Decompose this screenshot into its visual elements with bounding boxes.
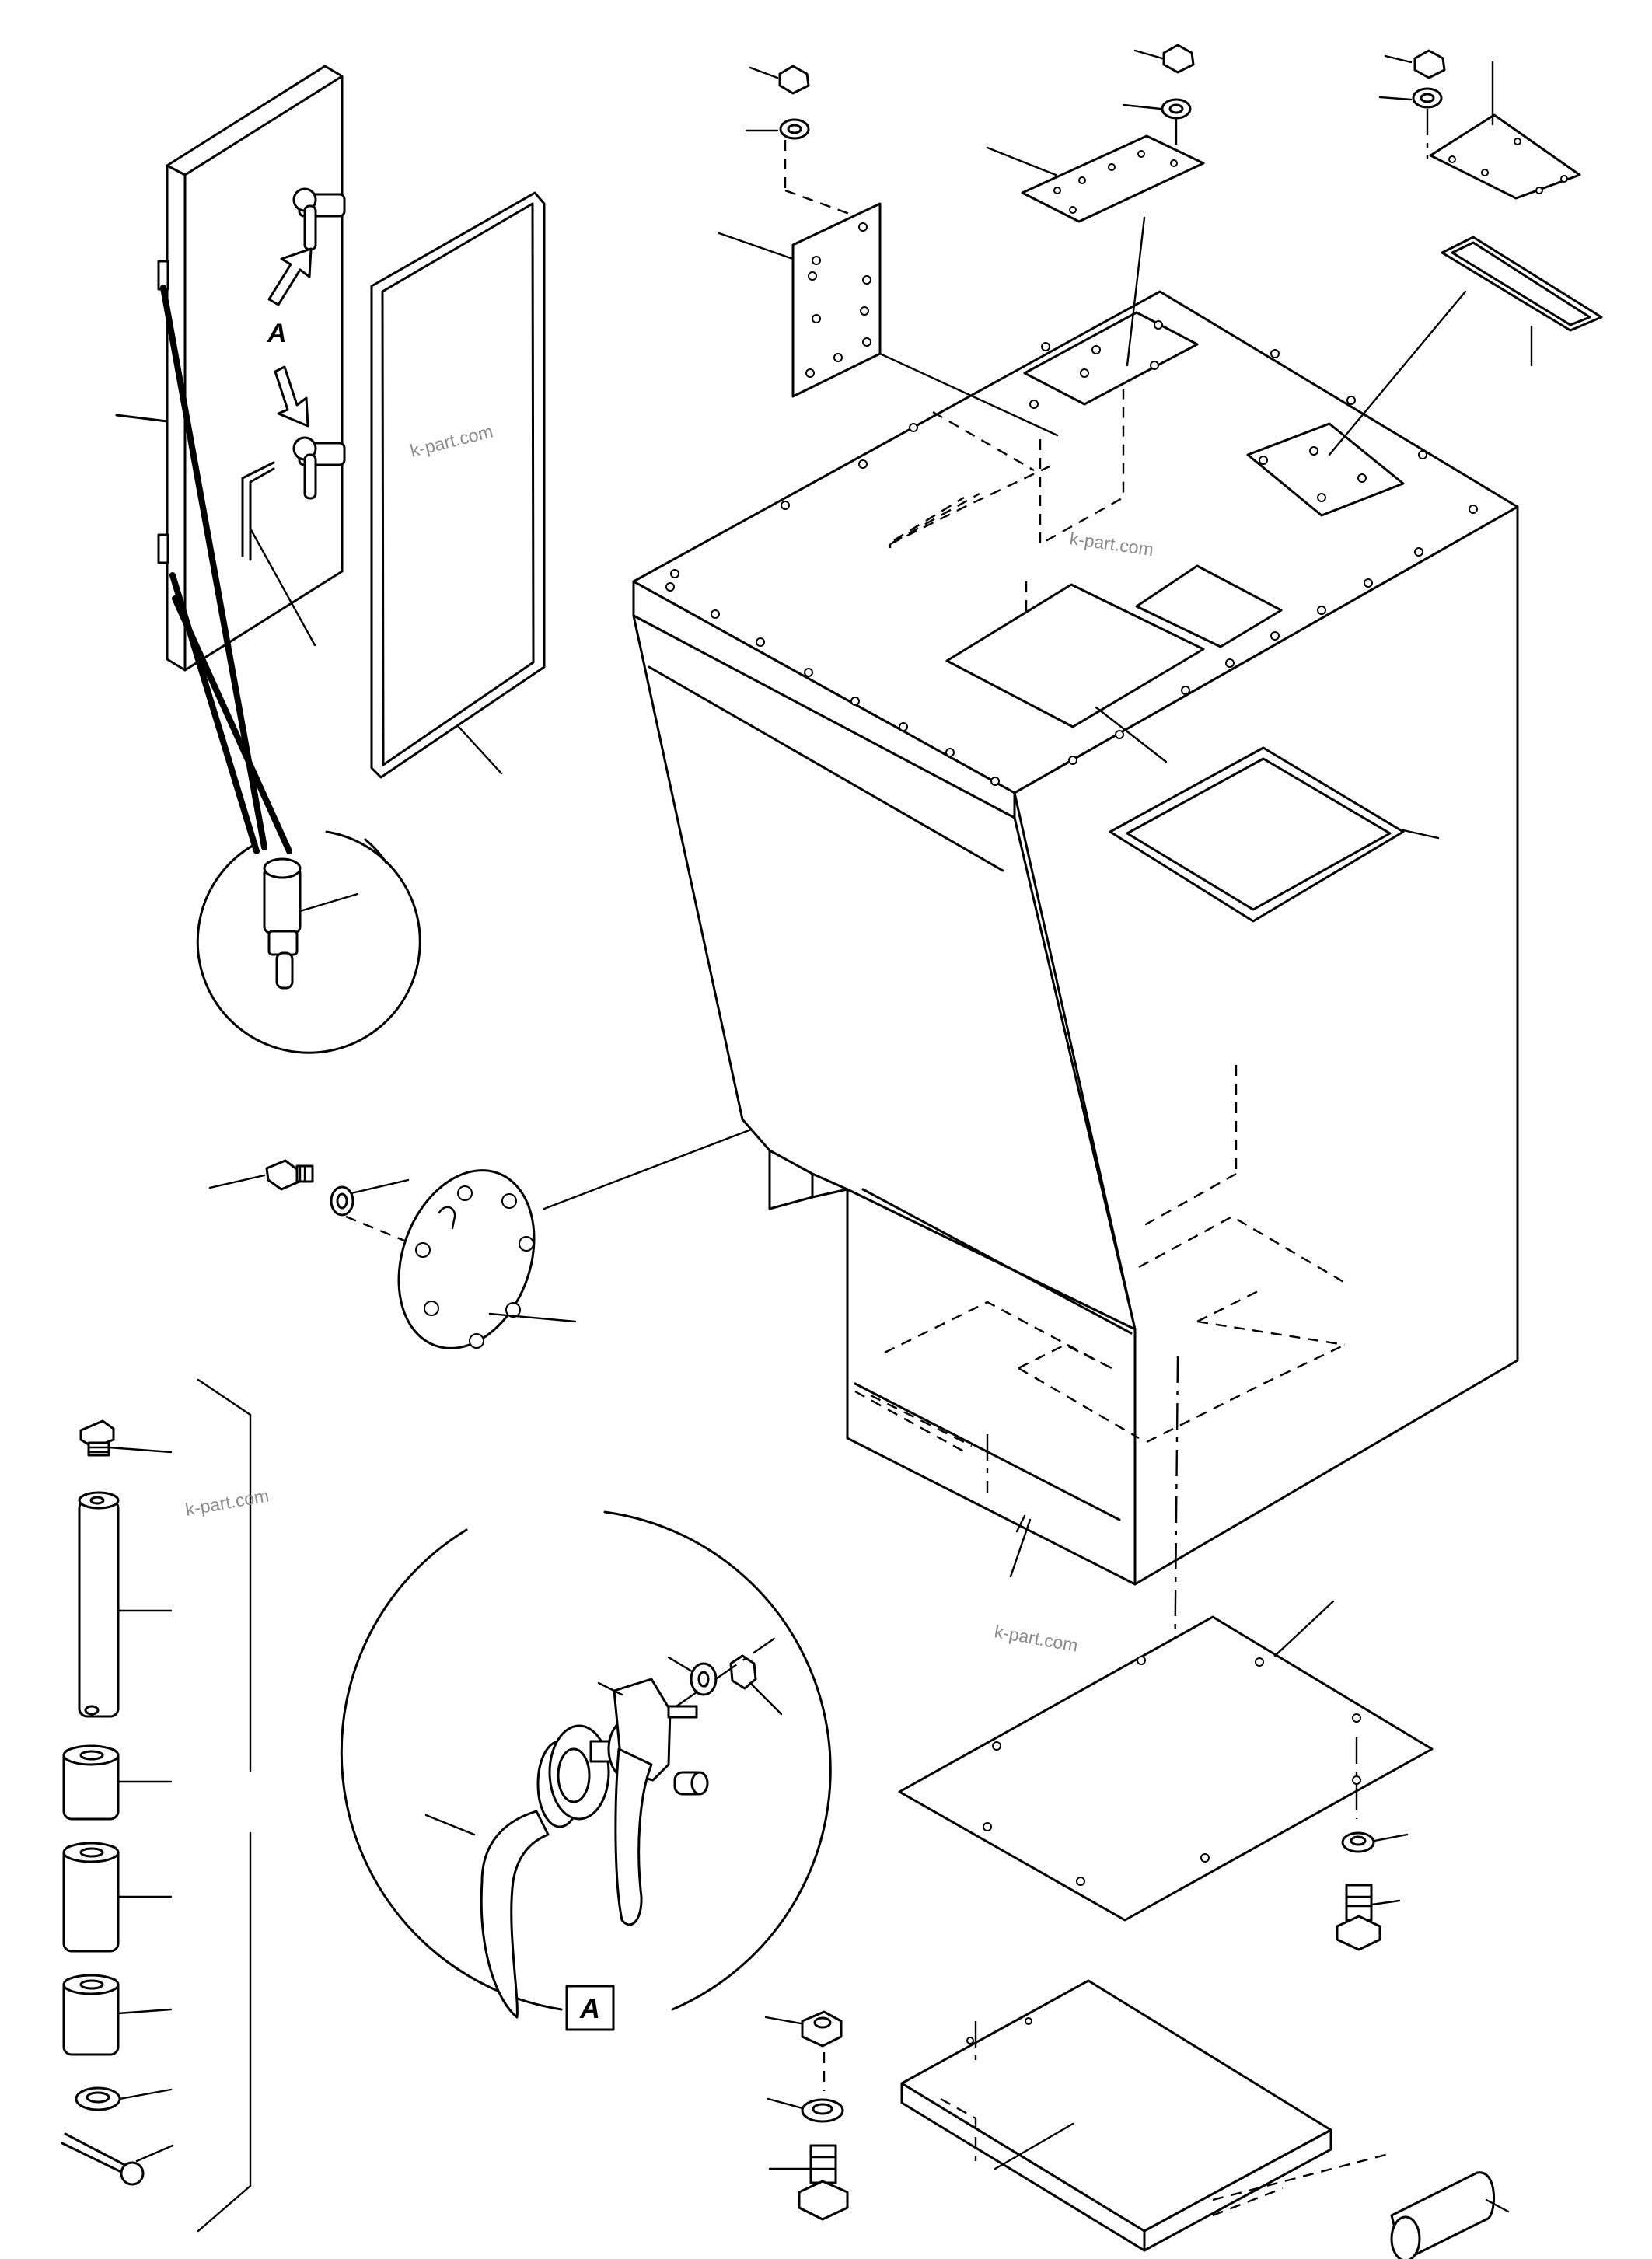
stay-rod [241,461,316,647]
bushing-3 [62,1974,173,2056]
bushing-1 [62,1744,173,1821]
bottom-bolt [1336,1884,1401,1951]
hinge-plate [718,202,1059,437]
block-bolt [768,2144,849,2221]
block-washer [767,2052,844,2123]
rivets-top [665,320,1478,786]
callout-label-a: A [267,319,287,348]
bushing-2 [62,1842,173,1953]
top-plate-2 [1429,61,1581,200]
nut-top-1 [745,65,871,223]
hinge-pin [78,1491,173,1718]
main-body [632,290,1519,1765]
door-seal [370,191,546,779]
detail-label-box [565,1985,615,2031]
nut-top-2 [1122,44,1195,167]
handle-detail-a: A [340,1510,832,2031]
hinge-bracket [197,1378,252,2233]
latch-pin-lower [292,436,346,500]
arrow-up-icon [267,247,313,306]
hinge-detail [196,830,421,1054]
hinge-washer [75,2086,173,2111]
bottom-washer [1341,1831,1409,1853]
nut-top-3 [1378,49,1446,159]
bottom-plate [898,1514,1434,1922]
door-panel [115,65,344,672]
hatch-seal [1109,746,1440,923]
block-nut [764,2010,843,2048]
watermark-4: k-part.com [993,1621,1080,1655]
detail-label-a: A [579,1992,600,2024]
watermark-3: k-part.com [183,1485,271,1519]
cylinder-plug [1390,2171,1510,2259]
top-plate-1 [986,134,1205,367]
hinge-bolt [79,1419,173,1457]
arrow-down-icon [274,365,309,428]
top-seal-small [1328,236,1603,456]
inspection-cover [208,1118,779,1349]
hinge-leader-3 [172,595,292,854]
bottom-block [900,1979,1392,2252]
cotter-pin [61,2132,174,2186]
